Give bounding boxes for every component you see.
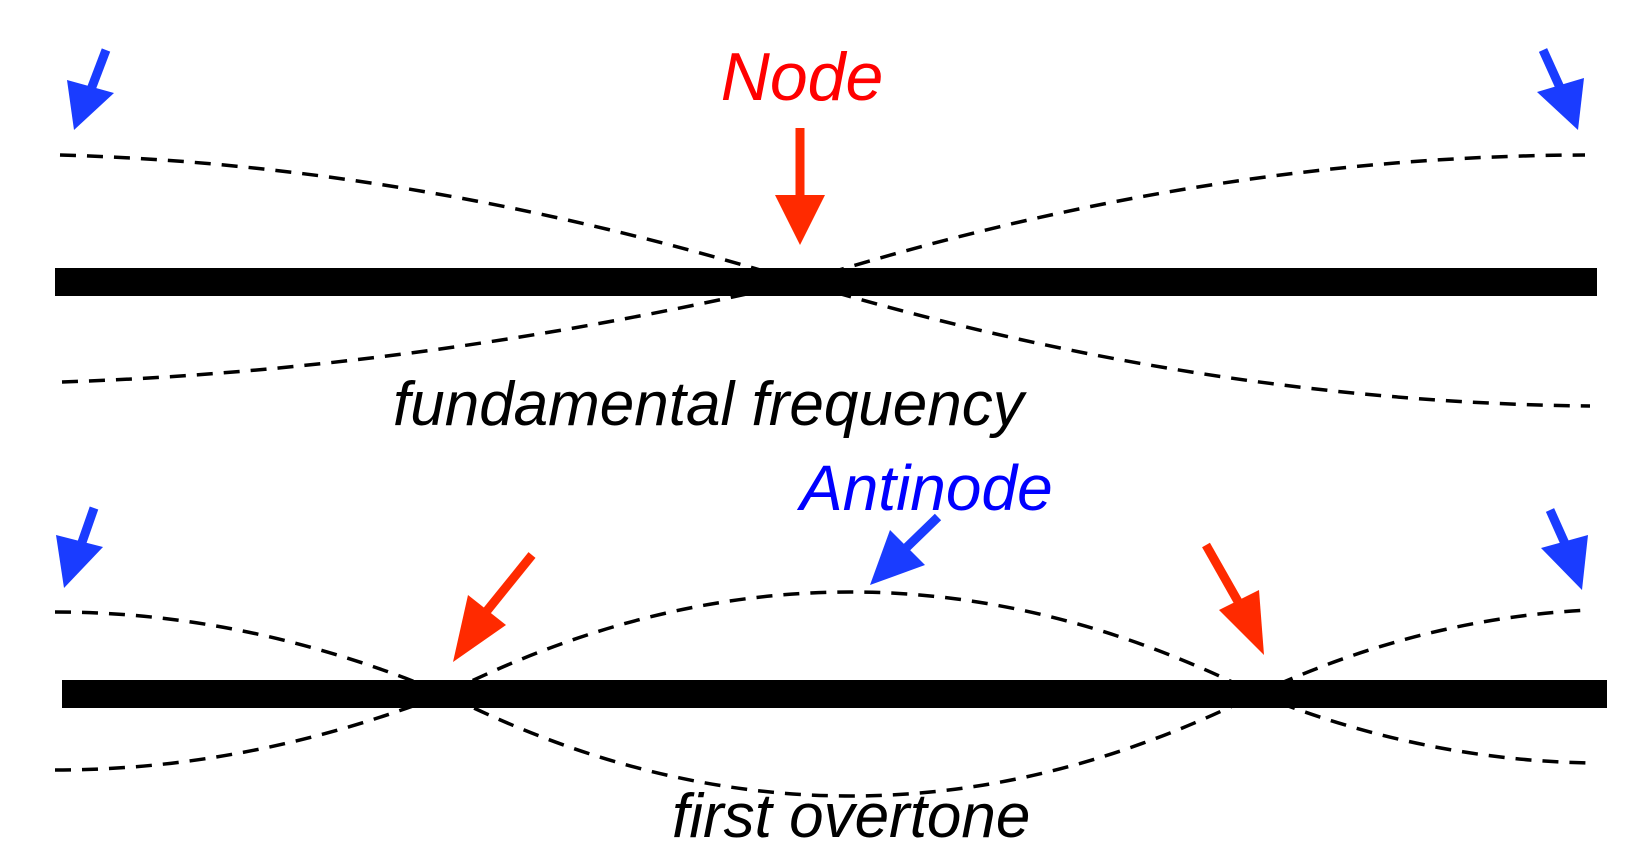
node-arrow-right — [1202, 542, 1264, 655]
fundamental-frequency-label: fundamental frequency — [393, 370, 1028, 439]
antinode-label: Antinode — [796, 452, 1053, 524]
node-arrow-left — [453, 552, 536, 662]
first-overtone-label: first overtone — [672, 782, 1030, 851]
node-label: Node — [721, 39, 884, 115]
fundamental-wave-upper — [59, 153, 1586, 284]
node-arrow — [775, 128, 825, 245]
overtone-wave-upper — [54, 590, 1591, 696]
antinode-arrow-bottom-left — [56, 506, 103, 588]
antinode-arrow-bottom-right — [1541, 508, 1588, 590]
antinode-arrow-top-right — [1537, 48, 1584, 130]
overtone-panel: Antinode first overtone — [54, 452, 1607, 851]
fundamental-wave-lower — [61, 280, 1591, 408]
string-bar-top — [55, 268, 1597, 296]
antinode-arrow-center — [870, 513, 942, 585]
overtone-wave-lower — [54, 692, 1591, 798]
fundamental-panel: Node fundamental frequency — [55, 39, 1597, 439]
antinode-arrow-top-left — [67, 48, 114, 130]
string-bar-bottom — [62, 680, 1607, 708]
